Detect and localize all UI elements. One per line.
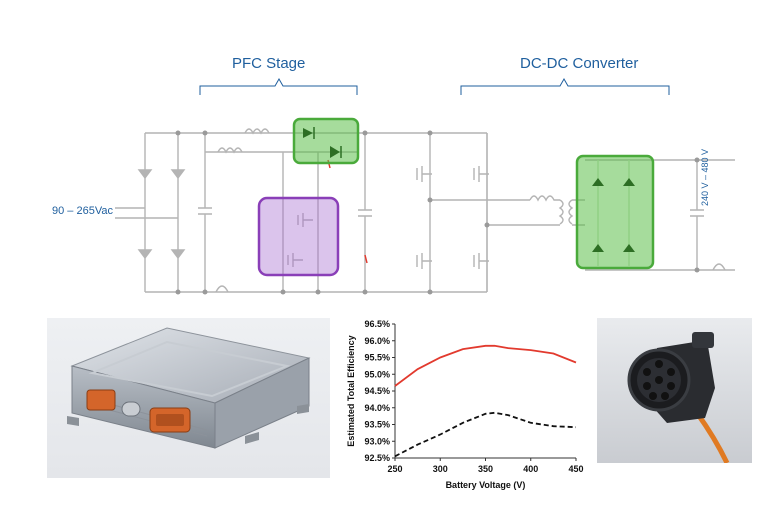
x-tick-label: 450 xyxy=(568,464,583,474)
series-line-dashed xyxy=(394,411,577,458)
y-tick-label: 95.0% xyxy=(364,369,390,379)
dcdc-converter-label: DC-DC Converter xyxy=(520,55,639,72)
series-line-solid xyxy=(394,344,577,387)
pfc-stage-label: PFC Stage xyxy=(232,55,306,72)
dcdc-brace xyxy=(460,77,670,95)
y-tick-label: 93.5% xyxy=(364,420,390,430)
input-voltage-label: 90 – 265Vac xyxy=(52,205,113,217)
y-tick-label: 94.0% xyxy=(364,403,390,413)
x-tick-label: 400 xyxy=(523,464,538,474)
charger-unit-image xyxy=(47,318,330,478)
y-tick-label: 96.0% xyxy=(364,336,390,346)
circuit-diagram xyxy=(115,77,735,295)
y-tick-label: 96.5% xyxy=(364,319,390,329)
y-tick-label: 94.5% xyxy=(364,386,390,396)
y-tick-label: 95.5% xyxy=(364,353,390,363)
pfc-diode-highlight xyxy=(292,117,360,165)
charging-inlet-image xyxy=(597,318,752,463)
x-tick-label: 350 xyxy=(478,464,493,474)
pfc-brace xyxy=(199,77,358,95)
orange-connector-left xyxy=(86,389,116,411)
x-tick-label: 300 xyxy=(433,464,448,474)
output-voltage-label: 240 V – 480 V xyxy=(700,148,710,206)
y-tick-label: 92.5% xyxy=(364,453,390,463)
x-tick-label: 250 xyxy=(387,464,402,474)
output-rectifier-highlight xyxy=(575,154,655,270)
pfc-switch-highlight xyxy=(257,196,340,277)
y-axis-title: Estimated Total Efficiency xyxy=(346,335,356,446)
y-tick-label: 93.0% xyxy=(364,436,390,446)
efficiency-chart: 92.5% 93.0% 93.5% 94.0% 94.5% 95.0% 95.5% 96.0%… xyxy=(340,312,590,508)
x-axis-title: Battery Voltage (V) xyxy=(446,480,526,490)
